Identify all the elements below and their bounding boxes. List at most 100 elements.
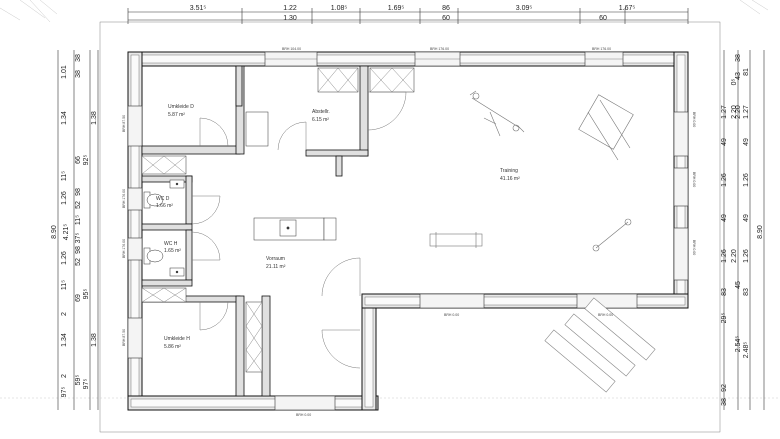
brh-left-3: BRH 176.00 [122,239,126,258]
room-area-vorraum: 21.11 m² [266,264,286,270]
dim-right-mid-10: 83 [743,288,750,296]
dim-left-inner-10: 97⁵ [61,387,68,398]
dim-left-detail-13: 59⁵ [75,375,82,386]
dim-left-inner-5: 1.34 [61,333,68,347]
room-labels: Umkleide D 5.87 m² Abstellr. 6.15 m² Tra… [156,104,520,350]
dim-left-detail-3: 66 [75,156,82,164]
gym-equipment [429,90,634,252]
dim-right-mid-8: 1.26 [743,249,750,263]
dim-right-inner-8: 83 [721,288,728,296]
dim-right-total: 8.90 [757,225,764,239]
dim-top-6: 3.09⁵ [516,5,533,12]
dim-right-inner-11: 92 [721,384,728,392]
dim-right-detail-1: 0⁵ [731,79,738,86]
dim-right-mid-4: 2.20 [735,105,742,119]
dim-top-4: 1.69⁵ [388,5,405,12]
brh-top-3: BRH 176.00 [592,47,611,51]
brh-left-1: BRH 87.50 [122,115,126,132]
brh-top-1: BRH 104.00 [282,47,301,51]
room-area-wc-d: 1.66 m² [156,203,173,209]
dim-left-mid-1: 4.21⁵ [63,224,70,241]
room-name-vorraum: Vorraum [266,256,285,262]
dim-top-row2-2: 60 [442,15,450,22]
dim-right-mid-7: 49 [743,214,750,222]
room-area-wc-h: 1.65 m² [164,248,181,254]
dim-left-detail-9: 98 [75,246,82,254]
brh-right-1: BRH 0.00 [692,112,696,127]
dim-right-inner-3: 49 [721,138,728,146]
room-name-umkleide-d: Umkleide D [168,104,194,110]
dim-left-detail-10: 52 [75,258,82,266]
storage-cabinets [141,67,415,373]
dim-right-inner-7: 2.20 [731,249,738,263]
brh-right-2: BRH 0.00 [692,172,696,187]
dim-left-inner-6: 11⁵ [61,171,68,181]
dim-top-5: 86 [442,5,450,12]
dim-right-mid-9: 45 [735,281,742,289]
brh-left-2: BRH 176.00 [122,189,126,208]
dim-left-inner-2: 1.34 [61,111,68,125]
dim-right-mid-2: 43 [735,72,742,80]
room-area-umkleide-h: 5.86 m² [164,344,181,350]
top-dimension-chain: 3.51⁵ 1.22 1.08⁵ 1.69⁵ 86 3.09⁵ 1.67⁵ 1.… [127,5,689,24]
dim-right-inner-5: 49 [721,214,728,222]
dim-top-row2-3: 60 [599,15,607,22]
dim-left-inner-7: 11⁵ [61,280,68,290]
dim-left-detail-1: 38 [75,54,82,62]
dim-left-mid-3: 1.38 [91,333,98,347]
room-area-umkleide-d: 5.87 m² [168,112,185,118]
right-dimension-chain: 8.90 81 43 1.27 2.20 49 1.26 49 1.26 45 … [721,50,765,410]
room-area-abstellr: 6.15 m² [312,117,329,123]
doors [191,91,407,369]
dim-left-total: 8.90 [51,225,58,239]
dim-left-detail-11: 69 [75,294,82,302]
dim-left-detail-5: 98 [75,188,82,196]
dim-right-mid-3: 1.27 [743,105,750,119]
brh-bottom-3: BRH 0.00 [296,413,311,417]
brh-top-2: BRH 176.00 [430,47,449,51]
dim-left-detail-7: 11⁵ [75,215,82,225]
deck-boards [544,297,656,393]
dim-right-mid-1: 81 [743,68,750,76]
windows [127,51,689,411]
dim-left-detail-4: 92⁵ [83,155,90,166]
dim-left-detail-2: 38 [75,70,82,78]
room-name-wc-h: WC H [164,241,178,247]
brh-right-3: BRH 0.00 [692,240,696,255]
dim-right-inner-10: 2.54⁵ [735,336,742,353]
dim-left-inner-4: 1.26 [61,251,68,265]
wc-fixtures [143,179,185,277]
dim-right-inner-12: 38 [721,398,728,406]
dim-top-1: 3.51⁵ [190,5,207,12]
dim-left-detail-8: 37⁵ [75,233,82,244]
sill-height-labels: BRH 104.00 BRH 176.00 BRH 176.00 BRH 87.… [122,47,696,417]
dim-top-2: 1.22 [283,5,297,12]
dim-top-row2-1: 1.30 [283,15,297,22]
dim-right-inner-4: 1.26 [721,173,728,187]
dim-right-inner-1: 1.27 [721,105,728,119]
dim-right-detail-2: 38 [735,54,742,62]
dim-top-7: 1.67⁵ [619,5,636,12]
dim-right-mid-6: 1.26 [743,173,750,187]
room-name-training: Training [500,168,518,174]
interior-walls [141,65,369,397]
dim-left-detail-12: 95⁵ [83,289,90,300]
dim-right-inner-9: 29⁵ [721,313,728,324]
dim-left-detail-6: 52 [75,201,82,209]
dim-left-inner-3: 1.26 [61,191,68,205]
dim-right-mid-11: 2.48⁵ [743,342,750,359]
dim-left-inner-9: 2 [61,374,68,378]
dim-right-inner-6: 1.26 [721,249,728,263]
dim-left-inner-8: 2 [61,312,68,316]
sheet-frame [99,21,721,433]
dim-right-mid-5: 49 [743,138,750,146]
sketch-lines [0,0,769,23]
dim-top-3: 1.08⁵ [331,5,348,12]
room-name-abstellr: Abstellr. [312,109,330,115]
dim-right-inner-2: 2.20 [731,105,738,119]
room-area-training: 41.16 m² [500,176,520,182]
left-dimension-chain: 8.90 4.21⁵ 1.38 1.38 1.01 1.34 1.26 1.26… [51,50,99,410]
dim-left-detail-14: 97⁵ [83,379,90,390]
brh-bottom-1: BRH 0.00 [444,313,459,317]
